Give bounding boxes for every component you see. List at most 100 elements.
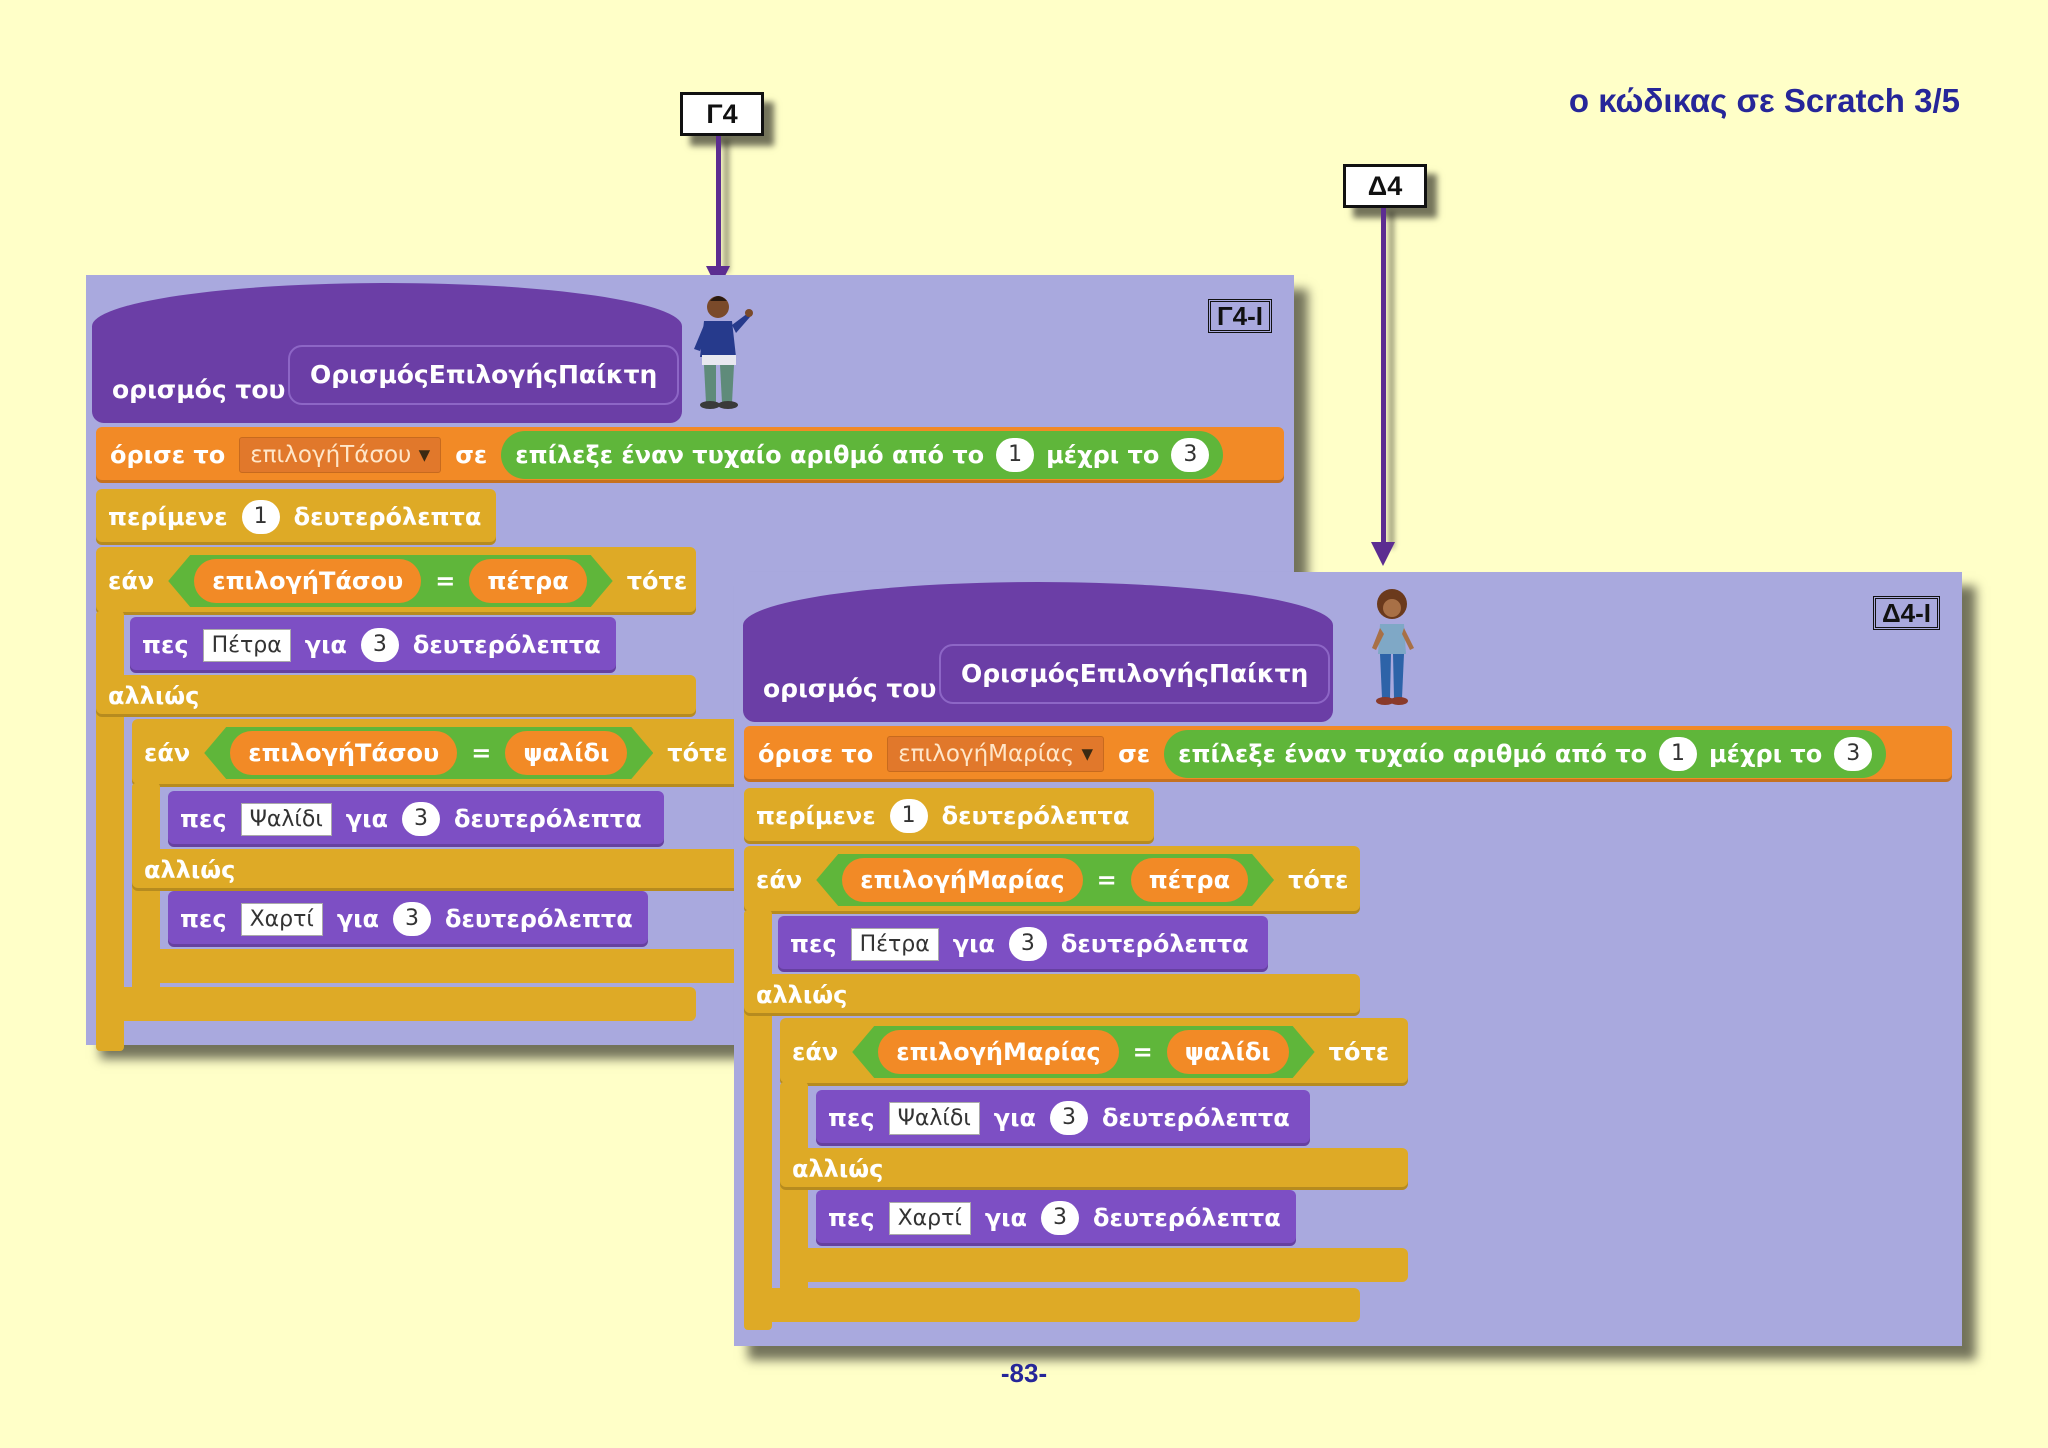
equals-sign: = xyxy=(1132,1038,1153,1066)
say-unit: δευτερόλεπτα xyxy=(412,631,601,659)
say-block[interactable]: πες Πέτρα για 3 δευτερόλεπτα xyxy=(778,916,1268,972)
else-label-bar: αλλιώς xyxy=(96,675,696,717)
random-until-label: μέχρι το xyxy=(1709,740,1823,768)
wait-block[interactable]: περίμενε 1 δευτερόλεπτα xyxy=(96,489,496,545)
nested-if-foot xyxy=(780,1248,1408,1282)
callout-g4: Γ4 xyxy=(680,92,764,136)
say-for-label: για xyxy=(336,905,379,933)
if-else-arm xyxy=(744,910,772,1330)
say-for-label: για xyxy=(304,631,347,659)
say-secs-input[interactable]: 3 xyxy=(1049,1101,1088,1135)
say-label: πες xyxy=(828,1104,875,1132)
say-for-label: για xyxy=(984,1204,1027,1232)
set-variable-block[interactable]: όρισε το επιλογήΤάσου σε επίλεξε έναν τυ… xyxy=(96,427,1284,483)
arrow-g4 xyxy=(706,136,730,290)
say-label: πες xyxy=(790,930,837,958)
if-else-foot xyxy=(744,1288,1360,1322)
condition-value: ψαλίδι xyxy=(505,731,627,775)
condition-value: ψαλίδι xyxy=(1167,1030,1289,1074)
arrow-d4 xyxy=(1371,208,1395,566)
wait-block[interactable]: περίμενε 1 δευτερόλεπτα xyxy=(744,788,1154,844)
equals-condition[interactable]: επιλογήΜαρίας = ψαλίδι xyxy=(852,1026,1314,1078)
nested-if-else-block[interactable]: εάν επιλογήΤάσου = ψαλίδι τότε xyxy=(132,719,772,787)
variable-dropdown[interactable]: επιλογήΤάσου xyxy=(239,437,442,473)
then-label: τότε xyxy=(626,567,688,595)
say-secs-input[interactable]: 3 xyxy=(401,802,440,836)
say-label: πες xyxy=(828,1204,875,1232)
say-for-label: για xyxy=(993,1104,1036,1132)
wait-input[interactable]: 1 xyxy=(241,500,280,534)
callout-d4: Δ4 xyxy=(1343,164,1427,208)
then-label: τότε xyxy=(667,739,728,767)
define-hat-block[interactable]: ορισμός του ΟρισμόςΕπιλογήςΠαίκτη xyxy=(743,582,1333,722)
hat-param: ΟρισμόςΕπιλογήςΠαίκτη xyxy=(288,345,680,405)
if-else-block[interactable]: εάν επιλογήΤάσου = πέτρα τότε xyxy=(96,547,696,615)
say-text-input[interactable]: Χαρτί xyxy=(888,1201,971,1235)
say-label: πες xyxy=(180,905,227,933)
say-unit: δευτερόλεπτα xyxy=(1060,930,1249,958)
if-label: εάν xyxy=(756,866,803,894)
random-reporter[interactable]: επίλεξε έναν τυχαίο αριθμό από το 1 μέχρ… xyxy=(501,431,1224,479)
random-reporter[interactable]: επίλεξε έναν τυχαίο αριθμό από το 1 μέχρ… xyxy=(1164,730,1887,778)
if-label: εάν xyxy=(108,567,155,595)
equals-condition[interactable]: επιλογήΜαρίας = πέτρα xyxy=(816,854,1274,906)
else-label: αλλιώς xyxy=(756,981,848,1009)
else-label: αλλιώς xyxy=(792,1155,884,1183)
then-label: τότε xyxy=(1288,866,1349,894)
say-label: πες xyxy=(142,631,189,659)
say-for-label: για xyxy=(345,805,388,833)
equals-condition[interactable]: επιλογήΤάσου = πέτρα xyxy=(168,555,613,607)
nested-if-foot xyxy=(132,949,772,983)
condition-value: πέτρα xyxy=(469,559,586,603)
script-panel-d4: Δ4-Ι ορισμός του ΟρισμόςΕπιλογήςΠαίκτη ό… xyxy=(734,572,1962,1346)
say-block[interactable]: πες Ψαλίδι για 3 δευτερόλεπτα xyxy=(168,791,664,847)
random-to-input[interactable]: 3 xyxy=(1834,737,1873,771)
say-unit: δευτερόλεπτα xyxy=(1101,1104,1290,1132)
say-text-input[interactable]: Ψαλίδι xyxy=(240,802,332,836)
set-variable-block[interactable]: όρισε το επιλογήΜαρίας σε επίλεξε έναν τ… xyxy=(744,726,1952,782)
else-label: αλλιώς xyxy=(144,856,236,884)
if-label: εάν xyxy=(144,739,191,767)
else-label: αλλιώς xyxy=(108,682,200,710)
say-text-input[interactable]: Ψαλίδι xyxy=(888,1101,980,1135)
say-label: πες xyxy=(180,805,227,833)
random-from-input[interactable]: 1 xyxy=(1659,737,1697,771)
set-label: όρισε το xyxy=(758,740,874,768)
equals-condition[interactable]: επιλογήΤάσου = ψαλίδι xyxy=(204,727,653,779)
nested-if-else-block[interactable]: εάν επιλογήΜαρίας = ψαλίδι τότε xyxy=(780,1018,1408,1086)
say-text-input[interactable]: Χαρτί xyxy=(240,902,323,936)
then-label: τότε xyxy=(1328,1038,1390,1066)
if-else-block[interactable]: εάν επιλογήΜαρίας = πέτρα τότε xyxy=(744,846,1360,914)
random-from-input[interactable]: 1 xyxy=(996,438,1035,472)
define-hat-block[interactable]: ορισμός του ΟρισμόςΕπιλογήςΠαίκτη xyxy=(92,283,682,423)
panel-tag: Δ4-Ι xyxy=(1872,596,1940,630)
say-unit: δευτερόλεπτα xyxy=(1093,1204,1281,1232)
say-block[interactable]: πες Πέτρα για 3 δευτερόλεπτα xyxy=(130,617,616,673)
random-to-input[interactable]: 3 xyxy=(1171,438,1210,472)
condition-variable: επιλογήΜαρίας xyxy=(842,858,1082,902)
say-text-input[interactable]: Πέτρα xyxy=(850,927,939,961)
say-block[interactable]: πες Χαρτί για 3 δευτερόλεπτα xyxy=(816,1190,1296,1246)
variable-dropdown[interactable]: επιλογήΜαρίας xyxy=(887,736,1105,772)
else-label-bar: αλλιώς xyxy=(132,849,772,891)
if-else-foot xyxy=(96,987,696,1021)
say-secs-input[interactable]: 3 xyxy=(360,628,399,662)
equals-sign: = xyxy=(435,567,456,595)
set-to-label: σε xyxy=(455,441,488,469)
wait-input[interactable]: 1 xyxy=(889,799,928,833)
say-secs-input[interactable]: 3 xyxy=(1008,927,1047,961)
else-label-bar: αλλιώς xyxy=(780,1148,1408,1190)
hat-param: ΟρισμόςΕπιλογήςΠαίκτη xyxy=(939,644,1331,704)
say-block[interactable]: πες Ψαλίδι για 3 δευτερόλεπτα xyxy=(816,1090,1310,1146)
say-block[interactable]: πες Χαρτί για 3 δευτερόλεπτα xyxy=(168,891,648,947)
say-secs-input[interactable]: 3 xyxy=(1041,1201,1079,1235)
say-text-input[interactable]: Πέτρα xyxy=(202,628,291,662)
say-unit: δευτερόλεπτα xyxy=(453,805,642,833)
hat-label: ορισμός του xyxy=(112,375,286,404)
condition-variable: επιλογήΜαρίας xyxy=(878,1030,1118,1074)
equals-sign: = xyxy=(1096,866,1117,894)
condition-value: πέτρα xyxy=(1131,858,1248,902)
condition-variable: επιλογήΤάσου xyxy=(194,559,421,603)
say-secs-input[interactable]: 3 xyxy=(393,902,431,936)
if-label: εάν xyxy=(792,1038,839,1066)
